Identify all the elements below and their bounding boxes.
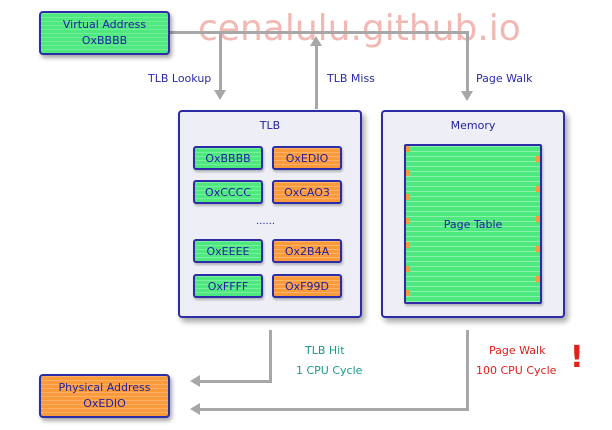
tlb-hit-cycle-label: 1 CPU Cycle [296,364,363,377]
tlb-panel: TLB OxBBBB OxEDIO OxCCCC OxCAO3 ...... O… [178,110,362,318]
page-walk-cost-label: Page Walk [489,344,546,357]
memory-title: Memory [450,119,496,132]
virtual-address-label: Virtual Address [62,18,147,31]
page-table-label: Page Table [443,218,503,231]
wire-tlb-lookup [219,31,222,91]
page-table-left-accent [406,146,410,302]
tlb-title: TLB [259,119,281,132]
virtual-address-box: Virtual Address OxBBBB [39,11,170,55]
tlb-physical-cell: OxF99D [272,274,342,298]
tlb-ellipsis: ...... [256,216,276,227]
arrow-tlb-miss-head [310,36,322,46]
tlb-virtual-cell: OxEEEE [193,239,263,263]
page-table: Page Table [404,144,542,304]
page-walk-cycle-label: 100 CPU Cycle [476,364,557,377]
memory-panel: Memory Page Table [381,110,565,318]
wire-page-walk-vertical [466,330,469,411]
wire-page-walk [466,31,469,92]
tlb-physical-cell: OxEDIO [272,146,342,170]
physical-address-box: Physical Address OxEDIO [39,374,170,418]
wire-tlb-miss [315,46,318,109]
tlb-virtual-cell: OxCCCC [193,180,263,204]
tlb-physical-cell: OxCAO3 [272,180,342,204]
arrow-tlb-hit-head [190,375,200,387]
wire-tlb-hit-vertical [269,330,272,383]
tlb-hit-label: TLB Hit [305,344,345,357]
wire-tlb-hit-horizontal [200,380,272,383]
arrow-page-walk-head [461,91,473,101]
tlb-miss-label: TLB Miss [327,72,375,85]
tlb-lookup-label: TLB Lookup [148,72,212,85]
page-table-right-accent [536,146,540,302]
tlb-physical-cell: Ox2B4A [272,239,342,263]
page-walk-label: Page Walk [476,72,533,85]
physical-address-label: Physical Address [58,381,151,394]
exclamation-mark: ! [570,340,584,375]
virtual-address-value: OxBBBB [81,34,128,47]
wire-va-horizontal [170,31,469,34]
arrow-tlb-lookup-head [214,90,226,100]
arrow-page-walk-result-head [190,403,200,415]
physical-address-value: OxEDIO [83,397,126,410]
tlb-virtual-cell: OxFFFF [193,274,263,298]
watermark-text: cenalulu.github.io [198,8,521,49]
tlb-virtual-cell: OxBBBB [193,146,263,170]
wire-page-walk-horizontal [200,408,469,411]
